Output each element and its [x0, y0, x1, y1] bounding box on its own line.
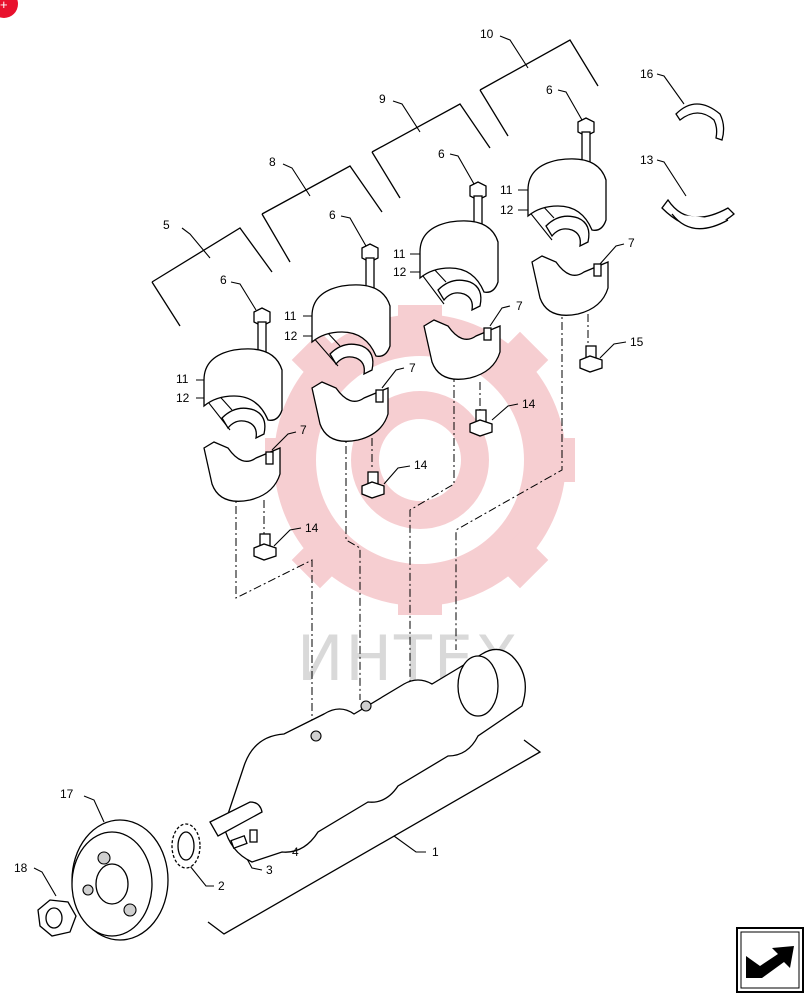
callout-14-a: 14	[305, 521, 319, 535]
callout-1: 1	[432, 845, 439, 859]
callout-7-c: 7	[516, 299, 523, 313]
group-brackets	[151, 39, 599, 327]
dowel-pins	[265, 263, 602, 465]
callout-12-d: 12	[500, 203, 514, 217]
nut-18	[37, 899, 77, 937]
callout-16: 16	[640, 67, 654, 81]
screw-14-c	[469, 409, 493, 437]
crankshaft-snout	[209, 801, 263, 837]
upper-caps	[203, 158, 607, 421]
bracket-5	[151, 227, 273, 283]
pin-7-a	[265, 451, 274, 465]
callout-7-d: 7	[628, 236, 635, 250]
callout-10: 10	[480, 27, 494, 41]
callout-12-a: 12	[176, 391, 190, 405]
callout-11-a: 11	[176, 372, 189, 386]
callout-3: 3	[266, 863, 273, 877]
callout-7-b: 7	[409, 361, 416, 375]
cap-lower-2	[311, 381, 389, 442]
bracket-10	[479, 39, 599, 91]
callout-6-b: 6	[329, 208, 336, 222]
bracket-8	[261, 165, 383, 215]
callout-12-c: 12	[393, 265, 407, 279]
cap-lower-3	[423, 319, 501, 380]
cap-screws	[253, 345, 603, 561]
crankshaft-flange	[457, 655, 499, 717]
crankshaft	[209, 648, 526, 863]
callout-4: 4	[292, 845, 299, 859]
cap-lower-4	[531, 255, 609, 316]
callout-13: 13	[640, 153, 654, 167]
screw-15	[579, 345, 603, 373]
next-page-arrow-icon[interactable]	[736, 927, 804, 993]
cap-lower-1	[203, 441, 281, 502]
cap-upper-4	[527, 158, 607, 231]
bracket-9	[371, 103, 491, 153]
screw-14-a	[253, 533, 277, 561]
callout-9: 9	[379, 92, 386, 106]
callout-2: 2	[218, 879, 225, 893]
front-parts	[171, 823, 258, 869]
cap-upper-2	[311, 284, 391, 357]
bolt-6-d	[577, 117, 595, 173]
callout-6-a: 6	[220, 273, 227, 287]
callout-14-c: 14	[522, 397, 536, 411]
cap-upper-3	[419, 220, 499, 293]
callout-6-c: 6	[438, 147, 445, 161]
key-3	[230, 835, 248, 849]
alignment-lines	[235, 306, 589, 720]
callout-labels: 10 9 8 5 6 6 6 6 16 13 11 12 11 12 11 12…	[14, 27, 654, 893]
callout-6-d: 6	[546, 83, 553, 97]
pin-7-b	[375, 389, 384, 403]
shell-3	[437, 279, 482, 312]
bolt-6-b	[361, 243, 379, 299]
washer-16	[675, 103, 725, 141]
lower-caps	[203, 255, 609, 502]
bolt-6-c	[469, 181, 487, 237]
badge: +	[0, 0, 18, 18]
callout-18: 18	[14, 861, 28, 875]
screw-14-b	[361, 471, 385, 499]
callout-7-a: 7	[300, 423, 307, 437]
callout-12-b: 12	[284, 329, 298, 343]
crankshaft-body	[223, 648, 526, 863]
callout-17: 17	[60, 787, 74, 801]
pulley-17	[71, 819, 169, 941]
callout-11-d: 11	[500, 183, 513, 197]
pin-4	[249, 829, 258, 843]
cap-upper-1	[203, 348, 283, 421]
badge-symbol: +	[0, 0, 8, 12]
washer-13-b	[671, 213, 729, 230]
gear-2-bore	[177, 831, 195, 861]
callout-14-b: 14	[414, 458, 428, 472]
shell-4	[545, 215, 590, 248]
pin-7-c	[483, 327, 492, 341]
bolts	[253, 117, 595, 363]
shell-1	[221, 407, 266, 440]
callout-11-c: 11	[393, 247, 406, 261]
badge-circle	[0, 0, 18, 18]
pin-7-d	[593, 263, 602, 277]
callout-11-b: 11	[284, 309, 297, 323]
callout-5: 5	[163, 218, 170, 232]
thrust-washers	[661, 103, 735, 230]
callout-15: 15	[630, 335, 644, 349]
shell-2	[329, 343, 374, 376]
callout-8: 8	[269, 155, 276, 169]
bearing-shells	[221, 215, 590, 440]
